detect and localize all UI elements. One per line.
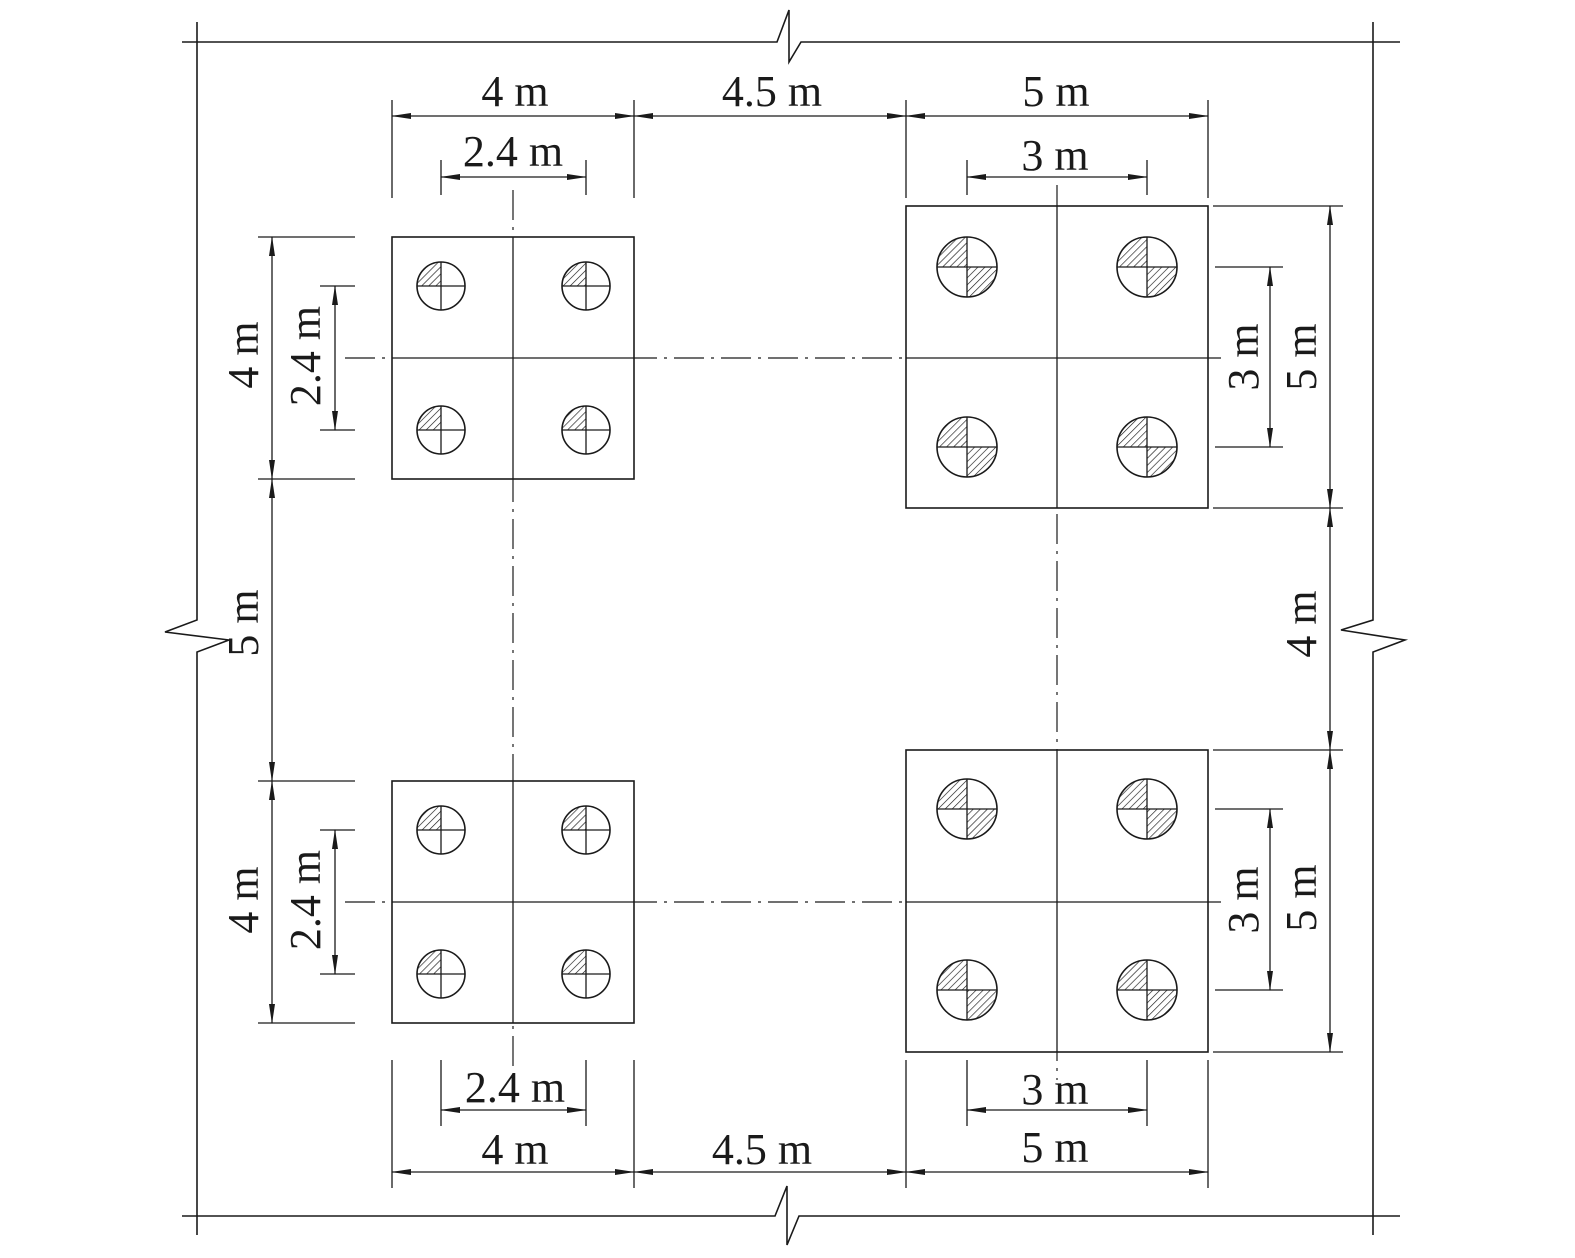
dim-label-bottom-gap: 4.5 m (712, 1125, 812, 1174)
cap-center-lines (392, 206, 1208, 1052)
pile-symbol (416, 405, 466, 455)
dimension-labels: 4 m 4.5 m 5 m 2.4 m 3 m 4 m 4.5 m 5 m 2.… (219, 67, 1326, 1174)
dim-label-top-cap-width-large: 5 m (1022, 67, 1089, 116)
dim-label-right-gap: 4 m (1277, 590, 1326, 657)
pile-symbol (1116, 959, 1178, 1021)
pile-symbol (1116, 236, 1178, 298)
pile-caps (391, 205, 1209, 1053)
boundary-frame (164, 9, 1409, 1246)
dim-label-left-cap-height: 4 m (219, 321, 268, 388)
dim-label-bottom-cap-width: 4 m (481, 1125, 548, 1174)
left-boundary-line (164, 22, 230, 1235)
pile-symbol (936, 416, 998, 478)
dim-label-bottom-pile-spacing: 2.4 m (465, 1063, 565, 1112)
extension-lines (258, 100, 1343, 1188)
pile-symbol (1116, 778, 1178, 840)
dim-label-right-pile-spacing: 3 m (1219, 323, 1268, 390)
dim-label-top-cap-width: 4 m (481, 67, 548, 116)
pile-symbol (936, 236, 998, 298)
dim-label-bottom-cap-width-large: 5 m (1021, 1123, 1088, 1172)
dim-label-left-pile-spacing: 2.4 m (281, 306, 330, 406)
bottom-boundary-line (182, 1185, 1400, 1246)
dim-label-left-cap-height-lower: 4 m (219, 866, 268, 933)
dim-label-bottom-pile-spacing-large: 3 m (1021, 1065, 1088, 1114)
dim-label-right-cap-height: 5 m (1277, 323, 1326, 390)
dim-label-right-pile-spacing-lower: 3 m (1219, 866, 1268, 933)
top-boundary-line (182, 9, 1400, 65)
pile-symbol (416, 261, 466, 311)
dim-label-left-gap: 5 m (219, 589, 268, 656)
pile-symbol (936, 778, 998, 840)
pile-symbol (561, 805, 611, 855)
pile-symbol (561, 405, 611, 455)
dim-label-right-cap-height-lower: 5 m (1277, 864, 1326, 931)
dim-label-top-pile-spacing-large: 3 m (1021, 131, 1088, 180)
pile-symbol (1116, 416, 1178, 478)
pile-symbol (561, 949, 611, 999)
pile-symbol (416, 805, 466, 855)
dim-label-top-pile-spacing: 2.4 m (463, 127, 563, 176)
pile-symbol (416, 949, 466, 999)
pile-symbol (936, 959, 998, 1021)
dim-label-left-pile-spacing-lower: 2.4 m (281, 850, 330, 950)
piles (416, 236, 1178, 1021)
pile-symbol (561, 261, 611, 311)
dimension-lines (269, 113, 1333, 1175)
right-boundary-line (1340, 22, 1409, 1235)
dim-label-top-gap: 4.5 m (722, 67, 822, 116)
